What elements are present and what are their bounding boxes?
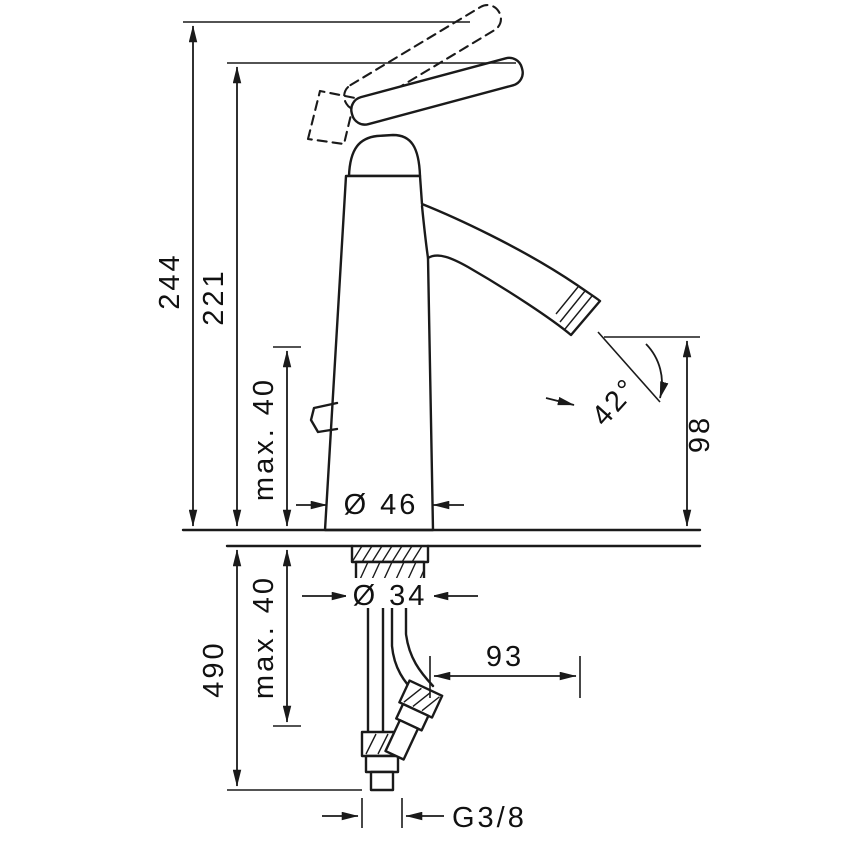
mounting-surface: [181, 528, 702, 548]
body-spout-junction: [420, 204, 430, 260]
aerator-hatch: [555, 286, 593, 330]
popup-rod-hook: [309, 401, 339, 434]
dim-label-dia46: Ø 46: [344, 489, 419, 521]
handle-raised-dashed-outline: [306, 3, 502, 146]
label-backing: [346, 578, 434, 608]
faucet: [306, 3, 602, 532]
handle-lever: [350, 56, 524, 126]
extension-lines: [183, 21, 700, 828]
hose-connector-angled: [384, 679, 444, 761]
dim-label-490: 490: [198, 640, 230, 697]
dim-label-angle: 42°: [586, 372, 645, 433]
supply-hoses: [360, 586, 444, 792]
dim-label-thread: G3/8: [452, 802, 527, 834]
dim-label-221: 221: [198, 268, 230, 325]
dim-label-244: 244: [154, 252, 186, 309]
dim-label-max40-upper: max. 40: [248, 377, 280, 501]
dim-label-max40-lower: max. 40: [248, 575, 280, 699]
dim-label-93: 93: [486, 641, 524, 673]
spray-axis-line: [597, 331, 661, 403]
handle-dome: [347, 133, 422, 178]
dim-label-98: 98: [684, 415, 716, 453]
dimension-labels: 244 221 max. 40 490 max. 40 98 Ø 46 Ø 34…: [154, 252, 716, 834]
angle-arc-arrow: [645, 343, 669, 399]
dimension-lines: [188, 25, 692, 821]
dim-label-dia34: Ø 34: [353, 580, 428, 612]
faucet-body: [323, 174, 602, 532]
angle-leader-arrow: [545, 396, 575, 406]
